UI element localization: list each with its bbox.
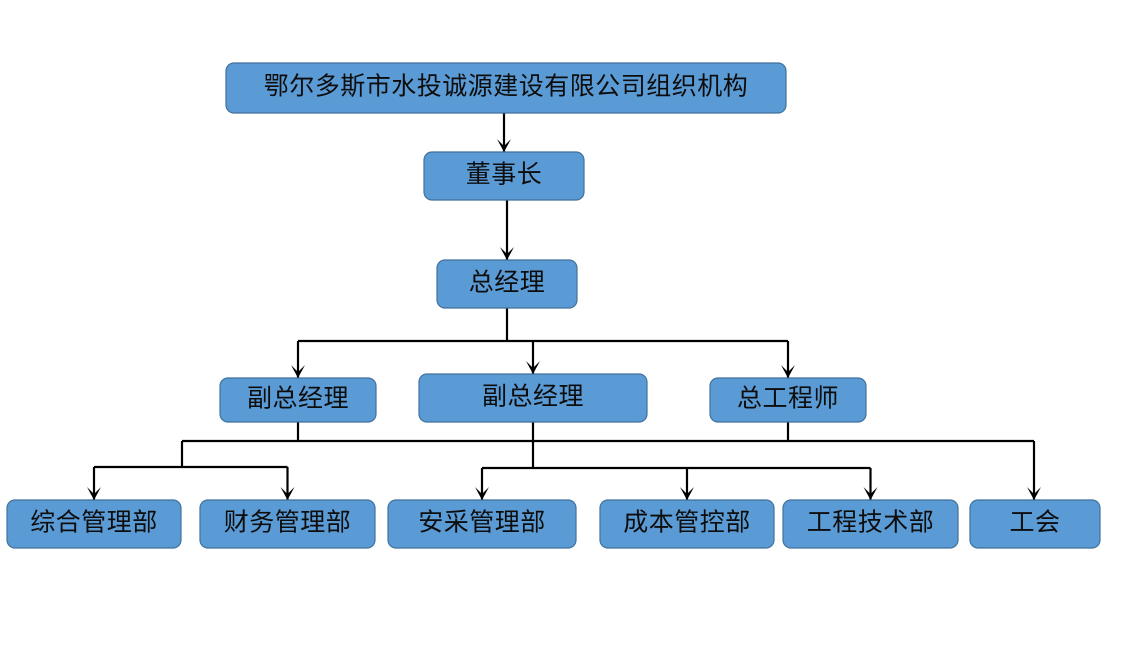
arrow-head-dept-general-admin — [87, 487, 101, 500]
org-node-box-dept-engineering-tech[interactable] — [782, 499, 959, 549]
org-node-deputy-gm-1[interactable]: 副总经理 — [219, 377, 377, 423]
org-node-box-dept-finance[interactable] — [199, 499, 376, 549]
org-node-dept-finance[interactable]: 财务管理部 — [199, 499, 376, 549]
arrow-head-chief-engineer — [781, 365, 795, 378]
org-node-dept-safety-procurement[interactable]: 安采管理部 — [387, 499, 577, 549]
org-node-box-dept-safety-procurement[interactable] — [387, 499, 577, 549]
connector-layer — [87, 113, 1041, 500]
org-node-box-deputy-gm-2[interactable] — [418, 373, 648, 423]
org-node-dept-cost-control[interactable]: 成本管控部 — [599, 499, 775, 549]
org-node-chairman[interactable]: 董事长 — [423, 151, 585, 201]
org-node-box-root[interactable] — [225, 62, 787, 114]
org-node-box-deputy-gm-1[interactable] — [219, 377, 377, 423]
arrow-head-dept-union — [1027, 487, 1041, 500]
org-node-box-chief-engineer[interactable] — [709, 377, 867, 423]
org-node-general-manager[interactable]: 总经理 — [436, 259, 578, 309]
org-node-dept-general-admin[interactable]: 综合管理部 — [6, 499, 182, 549]
org-node-box-dept-general-admin[interactable] — [6, 499, 182, 549]
org-node-chief-engineer[interactable]: 总工程师 — [709, 377, 867, 423]
org-node-box-general-manager[interactable] — [436, 259, 578, 309]
arrow-head-gm — [500, 247, 514, 260]
org-node-box-dept-cost-control[interactable] — [599, 499, 775, 549]
arrow-head-deputy-gm-2 — [526, 361, 540, 374]
org-node-dept-union[interactable]: 工会 — [969, 499, 1101, 549]
arrow-head-dept-cost-control — [680, 487, 694, 500]
org-node-box-chairman[interactable] — [423, 151, 585, 201]
arrow-head-chairman — [497, 139, 511, 152]
arrow-head-deputy-gm-1 — [291, 365, 305, 378]
org-node-deputy-gm-2[interactable]: 副总经理 — [418, 373, 648, 423]
org-node-box-dept-union[interactable] — [969, 499, 1101, 549]
org-node-root[interactable]: 鄂尔多斯市水投诚源建设有限公司组织机构 — [225, 62, 787, 114]
arrow-head-dept-safety-procurement — [475, 487, 489, 500]
arrow-head-dept-engineering-tech — [863, 487, 878, 500]
org-node-dept-engineering-tech[interactable]: 工程技术部 — [782, 499, 959, 549]
node-layer: 鄂尔多斯市水投诚源建设有限公司组织机构董事长总经理副总经理副总经理 总工程师综合管… — [6, 62, 1101, 549]
arrow-head-dept-finance — [280, 487, 295, 500]
